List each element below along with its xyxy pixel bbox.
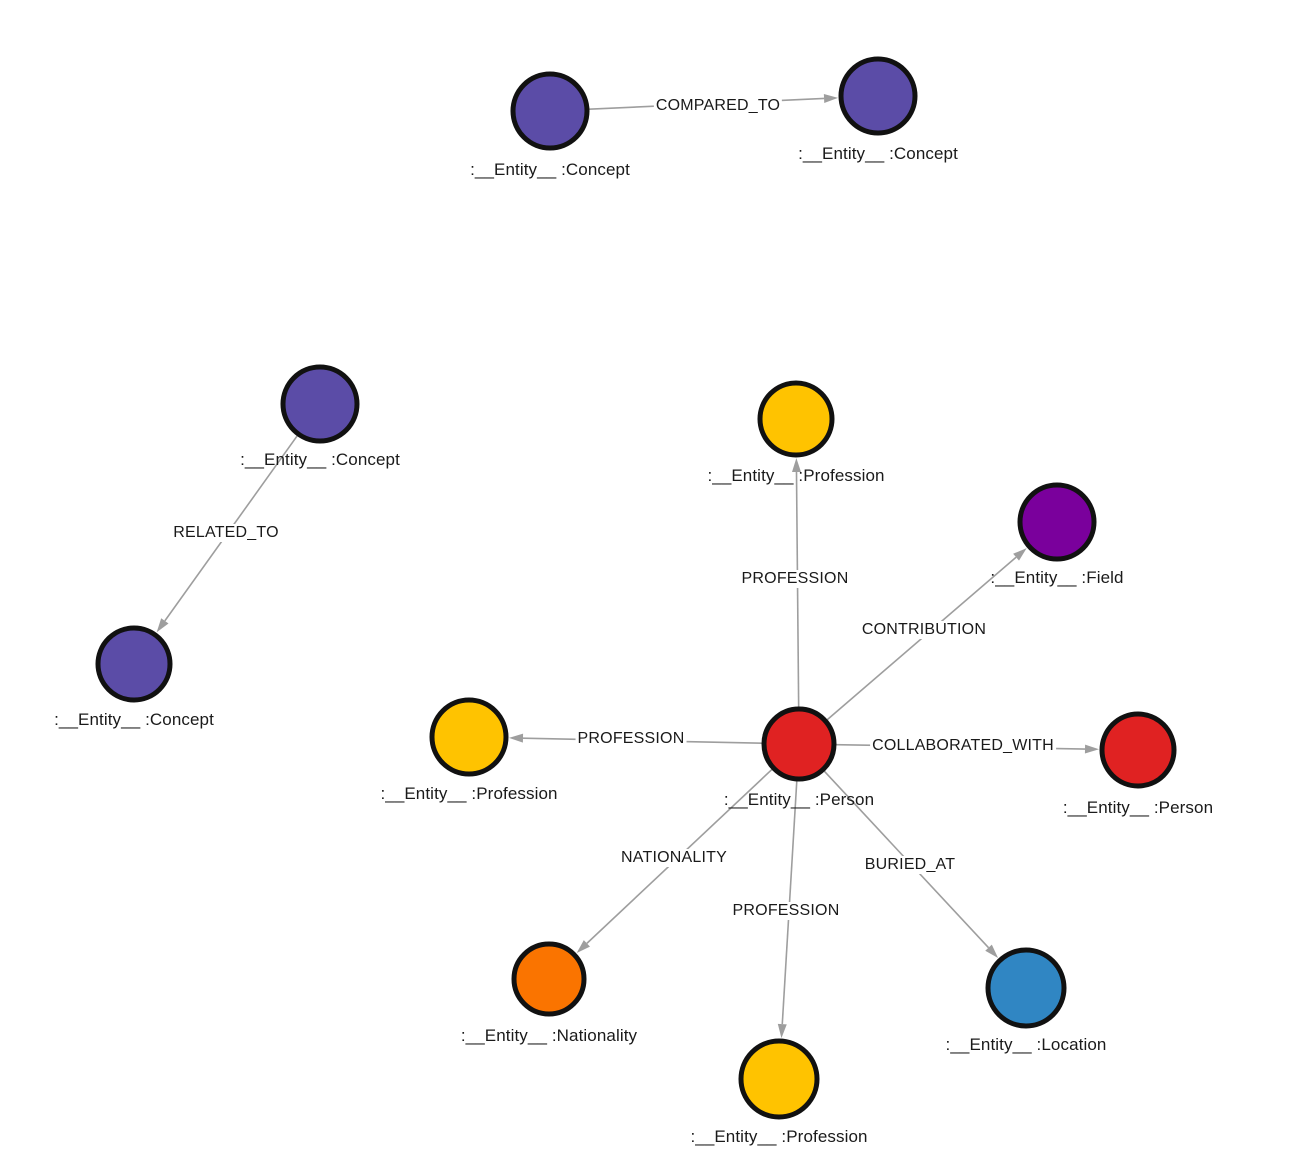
arrowhead-icon-e1	[823, 93, 839, 103]
graph-node-location[interactable]	[985, 947, 1067, 1029]
graph-node-field-node[interactable]	[1017, 482, 1097, 562]
arrowhead-icon-e3	[791, 457, 801, 473]
edge-line-e8[interactable]	[781, 780, 798, 1025]
edge-line-e2[interactable]	[164, 435, 298, 622]
edges-group	[156, 93, 1100, 1039]
graph-node-profession-left[interactable]	[429, 697, 509, 777]
graph-node-concept-d[interactable]	[95, 625, 173, 703]
graph-node-person-collab[interactable]	[1099, 711, 1177, 789]
edge-line-e6[interactable]	[835, 743, 1086, 750]
graph-node-concept-c[interactable]	[280, 364, 360, 444]
arrowhead-icon-e4	[1013, 548, 1027, 561]
arrowhead-icon-e2	[156, 618, 169, 633]
graph-node-profession-bot[interactable]	[738, 1038, 820, 1120]
graph-node-concept-a[interactable]	[510, 71, 590, 151]
graph-node-nationality[interactable]	[511, 941, 587, 1017]
edge-line-e9[interactable]	[823, 770, 990, 949]
nodes-group	[95, 56, 1177, 1120]
edge-line-e1[interactable]	[588, 97, 825, 111]
edge-line-e4[interactable]	[826, 556, 1017, 721]
edge-line-e3[interactable]	[795, 471, 800, 708]
graph-node-person-main[interactable]	[761, 706, 837, 782]
edge-line-e7[interactable]	[586, 768, 773, 944]
arrowhead-icon-e7	[576, 940, 590, 953]
arrowhead-icon-e9	[985, 944, 999, 958]
edge-line-e5[interactable]	[522, 737, 763, 745]
arrowhead-icon-e6	[1084, 744, 1100, 754]
graph-node-concept-b[interactable]	[838, 56, 918, 136]
graph-node-profession-top[interactable]	[757, 380, 835, 458]
arrowhead-icon-e5	[508, 733, 524, 743]
arrowhead-icon-e8	[777, 1023, 787, 1039]
